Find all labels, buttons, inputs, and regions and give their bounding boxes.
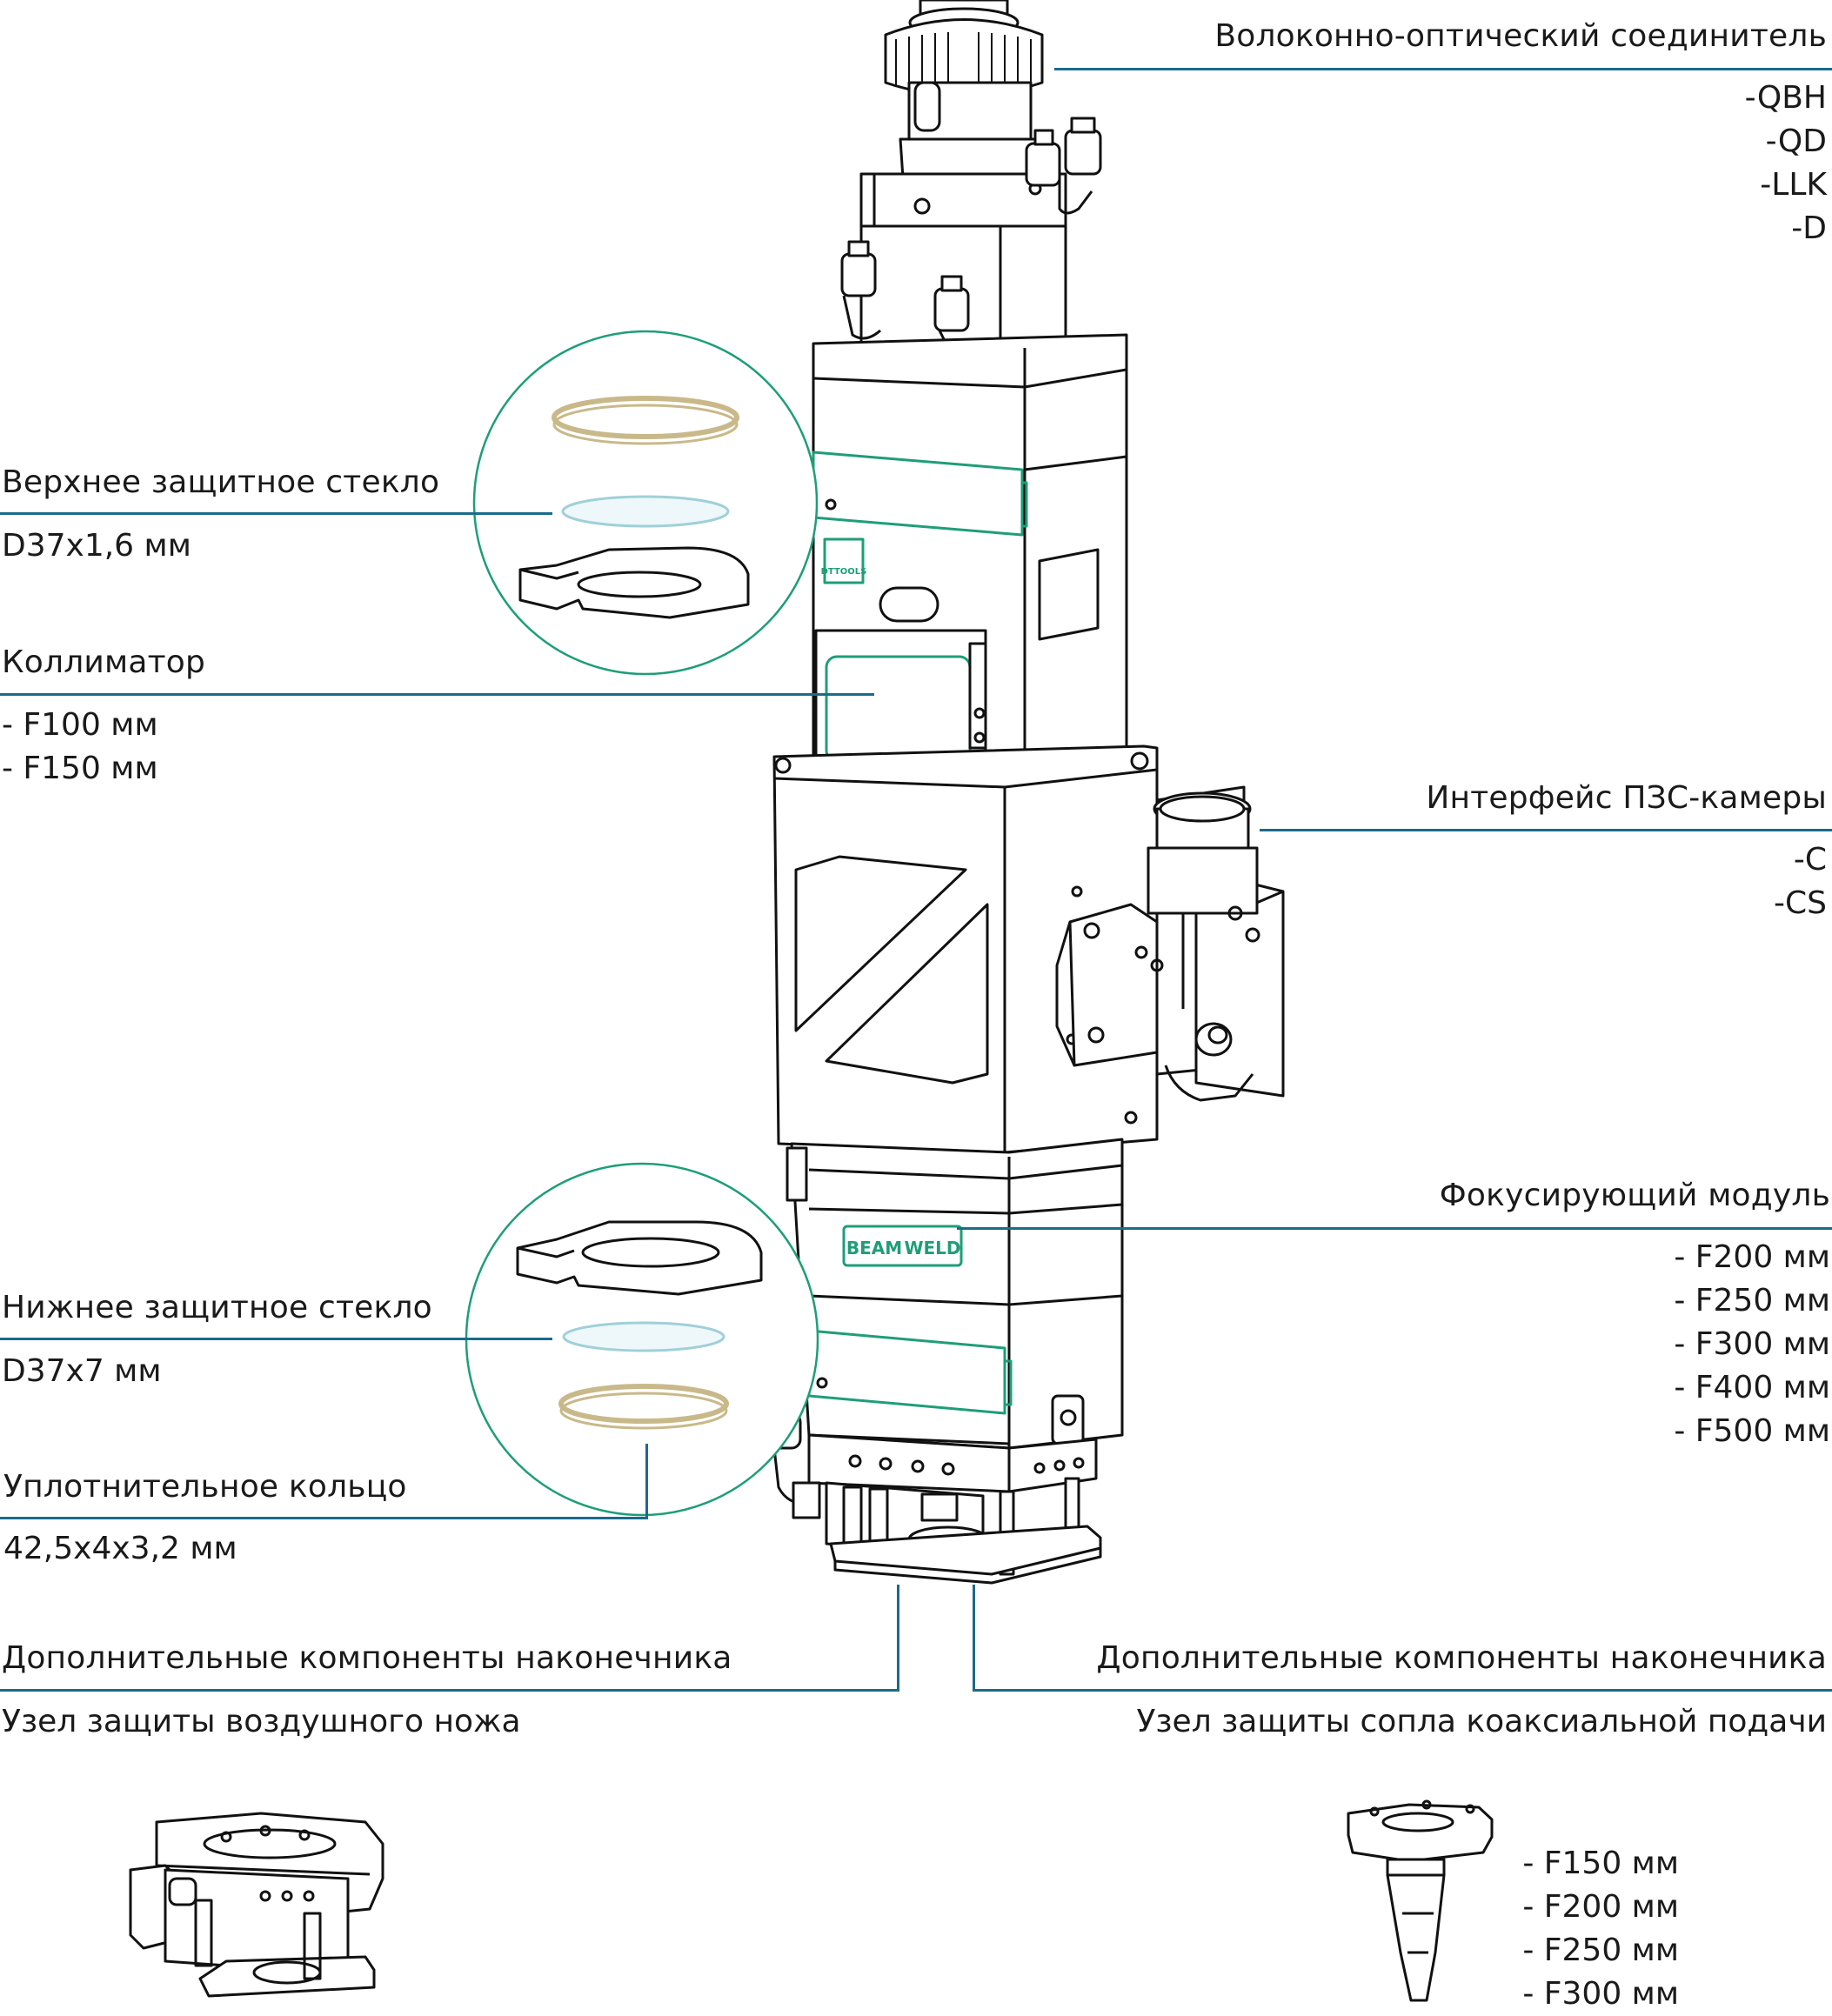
collimator-housing: DTTOOLS [812, 333, 1128, 771]
lower-glass-spec-value: D37x7 мм [2, 1353, 162, 1389]
air-knife-assembly [129, 1812, 384, 1998]
coaxial-option: - F300 мм [1522, 1976, 1679, 2012]
fiber-connector-title: Волоконно-оптический соединитель [1214, 18, 1827, 54]
focus-module-option: - F300 мм [1674, 1326, 1830, 1362]
top-badge-logo: DTTOOLS [821, 567, 867, 577]
focus-module-option: - F500 мм [1674, 1413, 1830, 1449]
fiber-connector-options: -QBH -QD -LLK -D [1745, 77, 1827, 250]
camera-interface-option: -C [1793, 842, 1827, 878]
leader-camera-interface [1260, 829, 1832, 831]
collimator-title: Коллиматор [2, 644, 206, 680]
leader-upper-glass [0, 512, 552, 515]
leader-seal-ring-vertical [645, 1444, 648, 1519]
nozzle-left-subtitle: Узел защиты воздушного ножа [2, 1700, 521, 1744]
focus-module-options: - F200 мм - F250 мм - F300 мм - F400 мм … [1674, 1236, 1830, 1453]
fiber-connector-option: -QD [1765, 123, 1827, 159]
leader-nozzle-right-vertical [973, 1585, 975, 1692]
nozzle-right-subtitle-text: Узел защиты сопла коаксиальной подачи [1136, 1704, 1827, 1739]
fiber-connector-part [840, 0, 1102, 354]
leader-collimator [0, 693, 874, 696]
badge-beam: BEAM [846, 1238, 902, 1258]
collimator-option: - F150 мм [2, 751, 158, 786]
collimator-option: - F100 мм [2, 707, 158, 743]
seal-ring-spec: 42,5x4x3,2 мм [3, 1527, 237, 1571]
camera-interface-option: -CS [1774, 885, 1827, 921]
focus-module-option: - F400 мм [1674, 1370, 1830, 1405]
coaxial-nozzle-assembly [1347, 1799, 1494, 2002]
coaxial-option: - F200 мм [1522, 1889, 1679, 1925]
coaxial-options: - F150 мм - F200 мм - F250 мм - F300 мм [1514, 1842, 1679, 2016]
ccd-camera-part [1055, 785, 1285, 1102]
reflector-cube [772, 744, 1159, 1154]
badge-weld: WELD [904, 1238, 960, 1258]
leader-focus-module [957, 1227, 1832, 1230]
nozzle-left-title: Дополнительные компоненты наконечника [2, 1640, 732, 1676]
fiber-connector-option: -LLK [1760, 167, 1827, 203]
leader-nozzle-right [973, 1689, 1832, 1692]
upper-glass-detail [472, 330, 819, 676]
nozzle-right-subtitle: Узел защиты сопла коаксиальной подачи [1136, 1700, 1827, 1744]
focus-module-option: - F250 мм [1674, 1283, 1830, 1318]
leader-lower-glass [0, 1338, 552, 1340]
nozzle-left-subtitle-text: Узел защиты воздушного ножа [2, 1704, 521, 1739]
lower-glass-title: Нижнее защитное стекло [2, 1290, 432, 1325]
focus-module-part: BEAM WELD [786, 1138, 1124, 1450]
coaxial-option: - F150 мм [1522, 1846, 1679, 1881]
collimator-options: - F100 мм - F150 мм [2, 704, 158, 791]
nozzle-right-title: Дополнительные компоненты наконечника [1096, 1640, 1827, 1676]
upper-glass-spec: D37x1,6 мм [2, 524, 191, 568]
camera-interface-title: Интерфейс ПЗС-камеры [1426, 780, 1827, 816]
camera-interface-options: -C -CS [1774, 838, 1827, 925]
upper-glass-title: Верхнее защитное стекло [2, 464, 440, 500]
fiber-connector-option: -QBH [1744, 80, 1827, 116]
fiber-connector-option: -D [1791, 210, 1827, 246]
leader-fiber-connector [1054, 68, 1832, 70]
nozzle-base-part [764, 1400, 1102, 1585]
focus-module-title: Фокусирующий модуль [1439, 1178, 1830, 1213]
leader-seal-ring [0, 1517, 648, 1519]
seal-ring-title: Уплотнительное кольцо [3, 1469, 407, 1505]
focus-module-option: - F200 мм [1674, 1239, 1830, 1275]
lower-glass-detail [465, 1162, 819, 1517]
upper-glass-spec-value: D37x1,6 мм [2, 528, 191, 564]
seal-ring-spec-value: 42,5x4x3,2 мм [3, 1531, 237, 1566]
leader-nozzle-left [0, 1689, 899, 1692]
leader-nozzle-left-vertical [897, 1585, 899, 1692]
lower-glass-spec: D37x7 мм [2, 1350, 162, 1393]
coaxial-option: - F250 мм [1522, 1933, 1679, 1968]
